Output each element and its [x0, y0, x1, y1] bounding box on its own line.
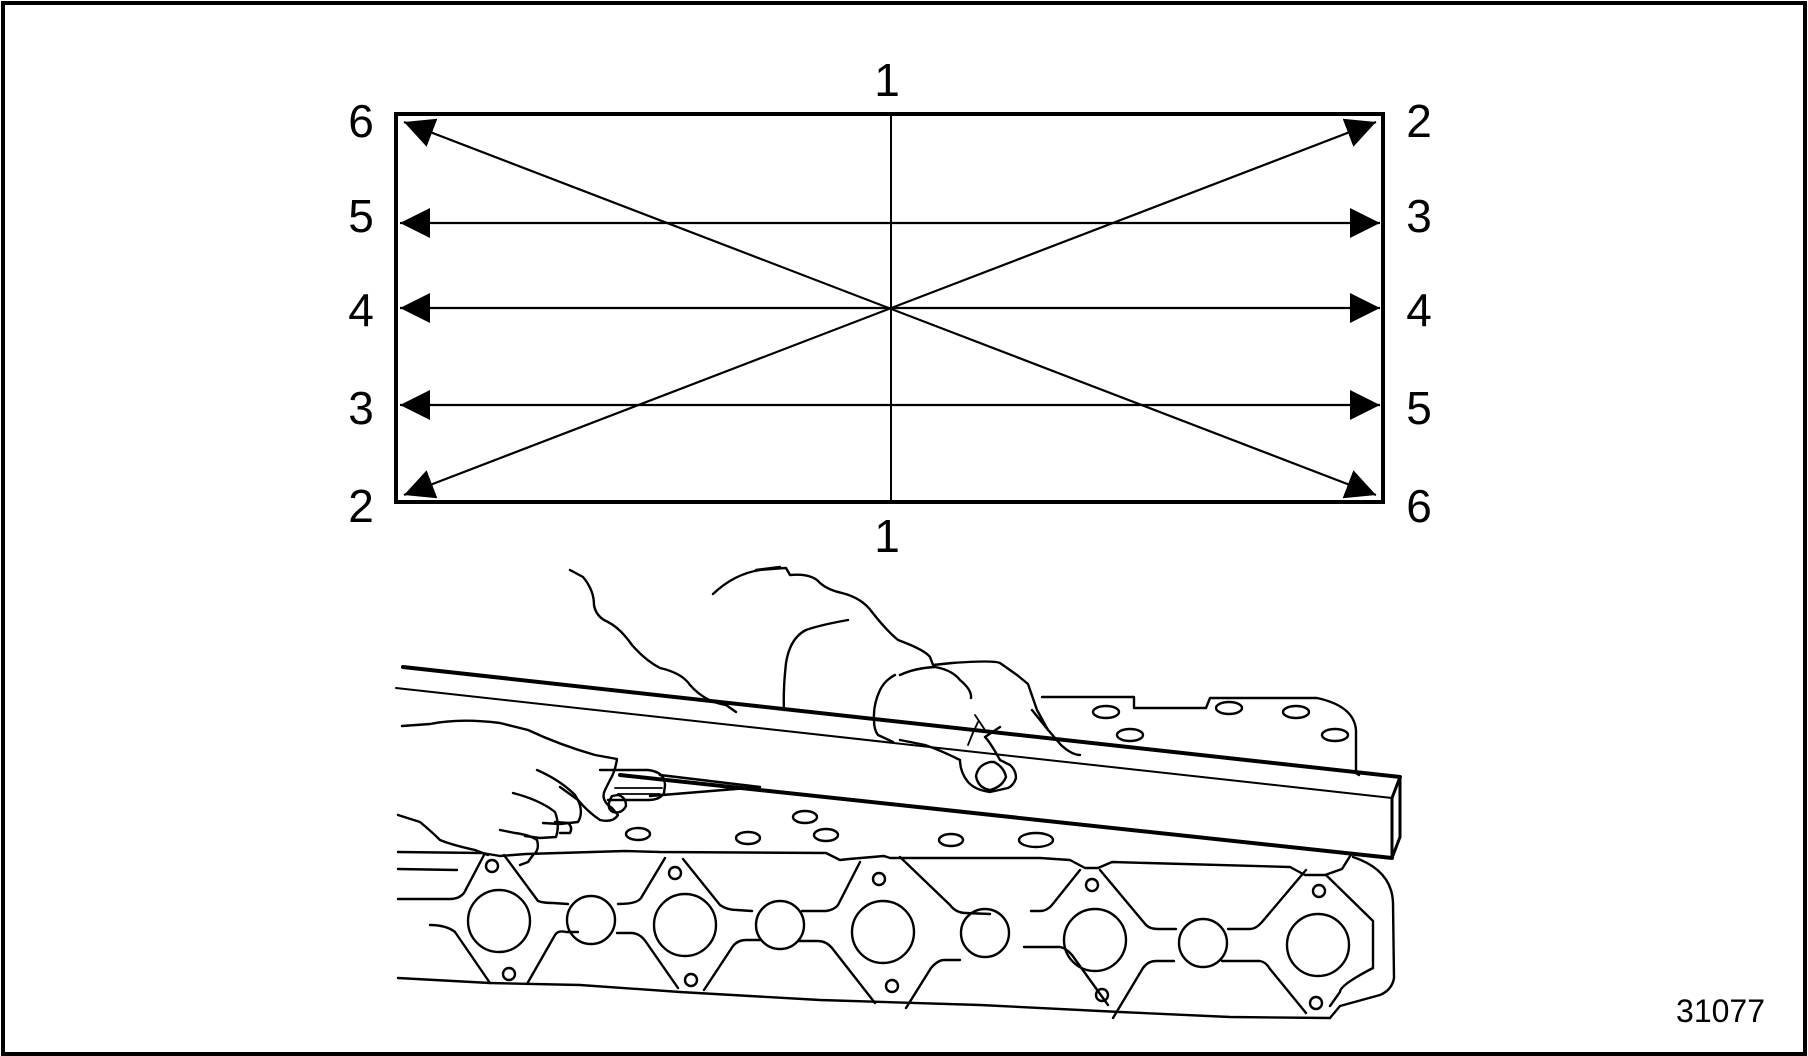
- bolt-hole: [667, 865, 683, 881]
- exhaust-port: [850, 899, 916, 965]
- label-left-2: 2: [348, 480, 374, 532]
- label-bottom-1: 1: [874, 510, 900, 562]
- bolt-hole: [871, 871, 887, 887]
- label-right-5: 5: [1406, 382, 1432, 434]
- straightedge-end-face: [1390, 775, 1402, 860]
- deck-hole: [1017, 831, 1055, 849]
- flange-5: [1098, 868, 1375, 1015]
- hand-upper-finger-outline: [754, 565, 850, 712]
- label-left-3: 3: [348, 382, 374, 434]
- feeler-handle: [598, 768, 667, 802]
- arm-upper: [568, 568, 738, 714]
- label-right-3: 3: [1406, 190, 1432, 242]
- feeler-blade: [648, 773, 762, 798]
- bolt-hole: [884, 978, 900, 994]
- check-pattern: 1 1 6 5 4 3 2 2 3 4 5 6: [348, 54, 1432, 562]
- hand-lower-fingers: [396, 768, 583, 867]
- hand-lower-fingertip: [607, 793, 628, 814]
- feeler-handle-stripes: [614, 787, 663, 795]
- straightedge-top-edge: [401, 665, 1402, 779]
- straightedge-front-top-edge: [395, 687, 1393, 799]
- hand-upper-knuckle-marks: [967, 714, 986, 746]
- exhaust-port: [466, 888, 532, 954]
- flange-1: [396, 853, 580, 986]
- label-top-1: 1: [874, 54, 900, 106]
- flange-link-1: [502, 853, 570, 906]
- deck-hole: [1320, 727, 1350, 743]
- deck-hole: [1115, 727, 1145, 743]
- label-left-6: 6: [348, 95, 374, 147]
- hand-lower-thumb-web: [553, 820, 573, 835]
- exhaust-port: [652, 892, 718, 958]
- hand-upper-fingers: [898, 708, 1082, 794]
- label-right-4: 4: [1406, 284, 1432, 336]
- figure-number: 31077: [1676, 993, 1765, 1029]
- intake-port: [754, 899, 806, 951]
- hand-upper-thumbnail: [974, 760, 1008, 792]
- head-deck-rear: [1040, 695, 1361, 777]
- bolt-hole: [683, 972, 699, 988]
- deck-hole: [1281, 704, 1311, 720]
- feeler-gauge: [598, 768, 762, 802]
- flange-3: [796, 860, 962, 1010]
- bolt-hole: [1084, 877, 1100, 893]
- deck-hole: [624, 826, 652, 842]
- label-right-6: 6: [1406, 480, 1432, 532]
- head-side-top-edge: [396, 849, 1354, 877]
- deck-hole: [937, 832, 965, 848]
- bolt-hole: [1311, 883, 1327, 899]
- deck-hole: [1091, 704, 1121, 720]
- label-left-4: 4: [348, 284, 374, 336]
- hand-upper-palm: [872, 665, 973, 744]
- label-left-5: 5: [348, 190, 374, 242]
- intake-port: [565, 894, 617, 946]
- flange-4: [898, 855, 1176, 1020]
- flange-2: [615, 856, 762, 992]
- exhaust-port: [1062, 907, 1128, 973]
- bolt-hole: [1308, 995, 1324, 1011]
- bolt-hole: [1094, 987, 1110, 1003]
- exhaust-port: [1285, 912, 1351, 978]
- bolt-hole: [501, 966, 517, 982]
- deck-hole: [791, 809, 819, 825]
- flange-link-2: [681, 857, 754, 913]
- head-right-end: [1328, 855, 1396, 1020]
- label-right-2: 2: [1406, 95, 1432, 147]
- cylinder-head-illustration: [395, 565, 1402, 1020]
- pattern-outline: [394, 112, 1385, 504]
- intake-port: [959, 907, 1011, 959]
- head-bottom-edge: [396, 976, 1332, 1020]
- straightedge: [395, 665, 1402, 860]
- bolt-hole: [484, 858, 500, 874]
- intake-port: [1177, 917, 1229, 969]
- deck-hole: [734, 830, 762, 846]
- deck-hole: [1214, 700, 1244, 716]
- deck-hole: [812, 827, 840, 843]
- hand-lower: [400, 719, 620, 823]
